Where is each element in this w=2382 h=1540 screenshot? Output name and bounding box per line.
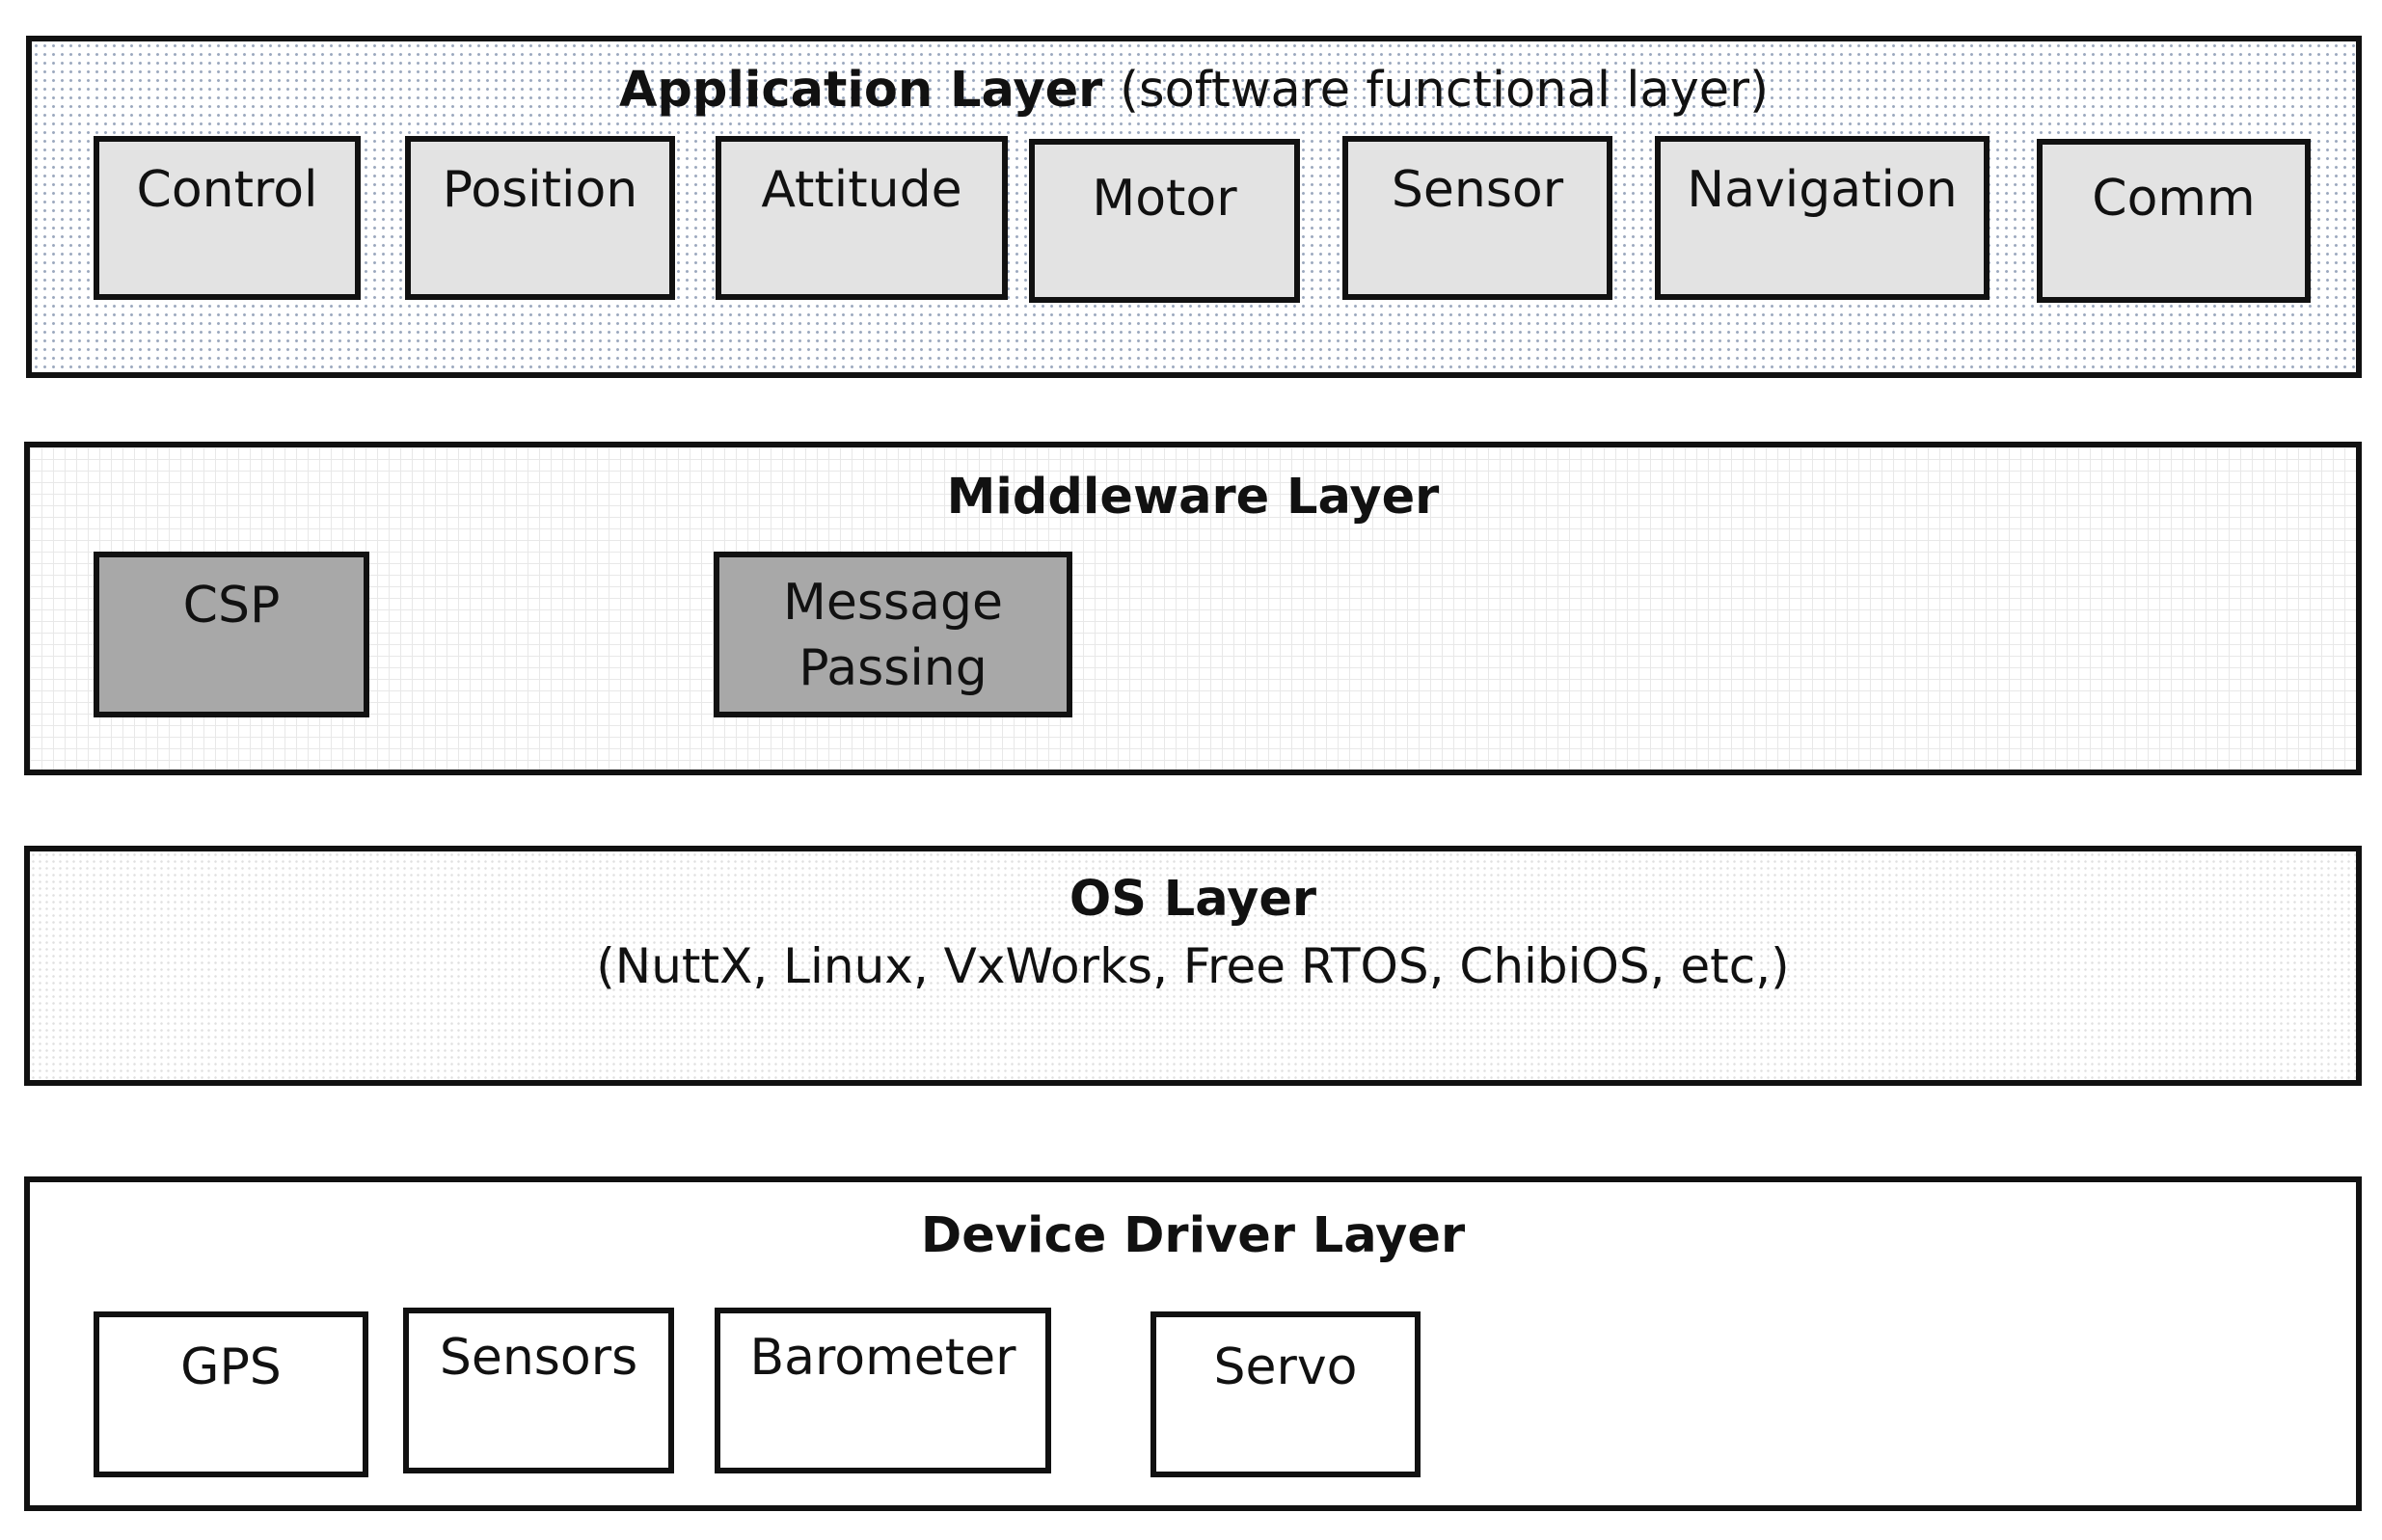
application-layer-title-text: Application Layer bbox=[618, 62, 1103, 119]
module-control: Control bbox=[94, 136, 361, 300]
os-layer: OS Layer (NuttX, Linux, VxWorks, Free RT… bbox=[24, 846, 2362, 1086]
module-csp: CSP bbox=[94, 552, 369, 717]
device-driver-layer-title: Device Driver Layer bbox=[920, 1207, 1466, 1264]
middleware-layer-title: Middleware Layer bbox=[946, 469, 1440, 526]
module-barometer: Barometer bbox=[715, 1308, 1051, 1473]
os-layer-title: OS Layer bbox=[1069, 871, 1317, 928]
module-attitude: Attitude bbox=[716, 136, 1008, 300]
module-sensor: Sensor bbox=[1342, 136, 1612, 300]
middleware-layer: Middleware Layer bbox=[24, 442, 2362, 775]
module-navigation: Navigation bbox=[1655, 136, 1990, 300]
module-comm: Comm bbox=[2037, 139, 2311, 303]
module-sensors: Sensors bbox=[403, 1308, 674, 1473]
application-layer-title: Application Layer (software functional l… bbox=[32, 66, 2356, 115]
module-servo: Servo bbox=[1150, 1311, 1421, 1477]
module-message-passing: Message Passing bbox=[714, 552, 1072, 717]
module-gps: GPS bbox=[94, 1311, 368, 1477]
module-position: Position bbox=[405, 136, 675, 300]
module-motor: Motor bbox=[1029, 139, 1300, 303]
os-layer-subtitle: (NuttX, Linux, VxWorks, Free RTOS, Chibi… bbox=[596, 938, 1790, 994]
application-layer-note: (software functional layer) bbox=[1120, 62, 1770, 119]
